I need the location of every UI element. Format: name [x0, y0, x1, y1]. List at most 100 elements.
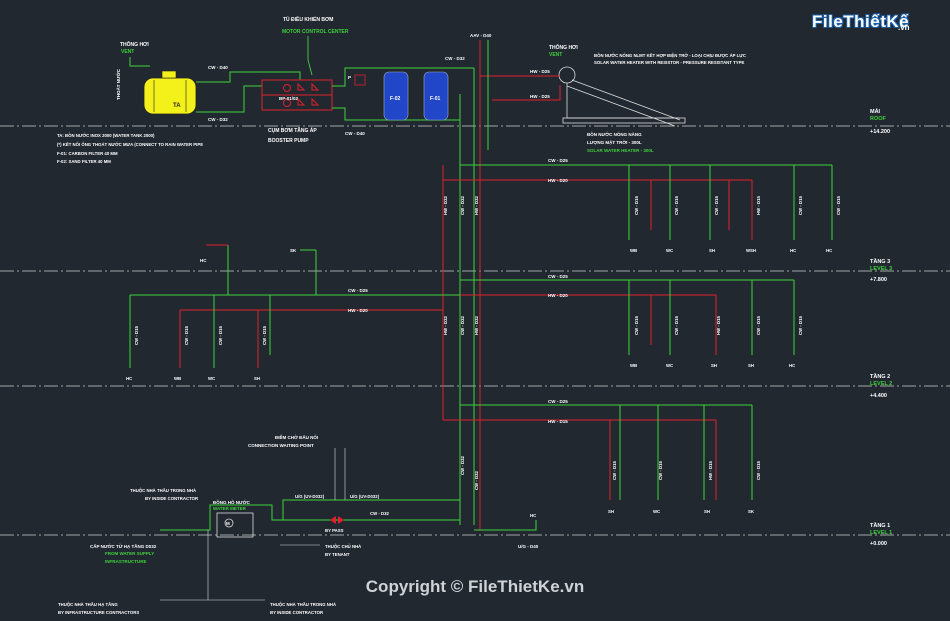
svg-text:U/G (UV-D032): U/G (UV-D032)	[295, 494, 325, 499]
svg-text:THUỘC NHÀ THẦU HẠ TẦNG: THUỘC NHÀ THẦU HẠ TẦNG	[58, 602, 118, 607]
svg-text:SH: SH	[608, 509, 614, 514]
svg-text:CW - D25: CW - D25	[348, 288, 368, 293]
filethietke-logo[interactable]: FileThiếtKế .vn	[812, 8, 924, 42]
svg-text:BY INSIDE CONTRACTOR: BY INSIDE CONTRACTOR	[145, 496, 199, 501]
svg-text:BY PASS: BY PASS	[325, 528, 344, 533]
booster-pump-set	[261, 79, 333, 111]
vent-label: THÔNG HƠI	[120, 40, 149, 48]
solar-en: SOLAR WATER HEATER WITH RESISTOR - PRESS…	[594, 60, 744, 65]
svg-text:CW - D15: CW - D15	[714, 196, 719, 215]
svg-text:HC: HC	[790, 248, 796, 253]
svg-text:U/G - D40: U/G - D40	[518, 544, 539, 549]
l3-elev: +7.800	[870, 277, 887, 283]
svg-text:SK: SK	[290, 248, 297, 253]
pump-label: BP-01/02	[279, 96, 299, 101]
svg-text:U/G (UV-D032): U/G (UV-D032)	[350, 494, 380, 499]
level3-branch: CW - D25 HW - D20 CW - D15 CW - D15 CW -…	[443, 158, 841, 253]
svg-text:CW - D15: CW - D15	[184, 326, 189, 345]
solar-water-heater	[558, 66, 686, 127]
svg-text:CW - D25: CW - D25	[548, 274, 568, 279]
roof-sub: ROOF	[870, 116, 887, 122]
svg-text:F-01: F-01	[430, 96, 441, 102]
meter-vn: ĐỒNG HỒ NƯỚC	[213, 498, 251, 505]
l3-name: TẦNG 3	[870, 258, 890, 265]
l3-sub: LEVEL 3	[870, 266, 892, 272]
cw-bot-label: CW - D32	[208, 117, 228, 122]
svg-text:CW - D25: CW - D25	[548, 158, 568, 163]
roof-notes: TA: BỒN NƯỚC INOX 2000 (WATER TANK 2000)…	[57, 133, 203, 164]
svg-text:CW - D32: CW - D32	[460, 456, 465, 475]
cw-mid-label: CW - D40	[345, 131, 365, 136]
svg-text:SH: SH	[711, 363, 717, 368]
svg-text:HW - D20: HW - D20	[348, 308, 368, 313]
svg-text:M: M	[226, 521, 230, 526]
hw-solar: HW - D25	[530, 69, 550, 74]
svg-text:WC: WC	[208, 376, 215, 381]
solar2-vn2: LƯỢNG MẶT TRỜI - 300L	[587, 138, 642, 145]
svg-text:SH: SH	[748, 363, 754, 368]
svg-text:HW - D15: HW - D15	[708, 461, 713, 480]
solar2-vn: BỒN NƯỚC NÓNG NĂNG	[587, 130, 642, 137]
water-tank-ta: TA	[143, 70, 197, 115]
svg-text:CW - D15: CW - D15	[756, 461, 761, 480]
svg-text:BY TENANT: BY TENANT	[325, 552, 350, 557]
svg-text:INFRASTRUCTURE: INFRASTRUCTURE	[105, 559, 147, 564]
roof-equipment: THÔNG HƠI VENT TA THOÁT NƯỚC TỦ ĐIỀU KHI…	[57, 16, 746, 530]
solar-vent-en: VENT	[549, 52, 562, 58]
water-supply-entry: M ĐỒNG HỒ NƯỚC WATER METER ĐIỂM CHỜ ĐẤU …	[58, 433, 460, 615]
svg-text:CONNECTION WAITING POINT: CONNECTION WAITING POINT	[248, 443, 314, 448]
svg-text:HW - D15: HW - D15	[548, 419, 568, 424]
svg-text:BY INSIDE CONTRACTOR: BY INSIDE CONTRACTOR	[270, 610, 324, 615]
l1-elev: +0.000	[870, 541, 887, 547]
svg-text:HW - D32: HW - D32	[474, 316, 479, 335]
svg-text:CW - D32: CW - D32	[474, 471, 479, 490]
svg-text:HW - D20: HW - D20	[548, 293, 568, 298]
svg-text:P: P	[348, 75, 351, 80]
level2-west-branch: HC SK CW - D25 HW - D20 CW - D15 CW - D1…	[126, 244, 460, 381]
water-meter-box	[216, 512, 254, 538]
svg-text:THUỘC CHỦ NHÀ: THUỘC CHỦ NHÀ	[325, 544, 361, 549]
svg-text:CW - D15: CW - D15	[674, 316, 679, 335]
svg-text:WC: WC	[666, 248, 673, 253]
note-0: TA: BỒN NƯỚC INOX 2000 (WATER TANK 2000)	[57, 133, 155, 138]
svg-text:HC: HC	[126, 376, 132, 381]
svg-text:WB: WB	[630, 248, 637, 253]
filter-f02: F-02	[383, 71, 409, 121]
svg-text:CW - D32: CW - D32	[460, 316, 465, 335]
level-tags: MÁI ROOF +14.200 TẦNG 3 LEVEL 3 +7.800 T…	[870, 108, 892, 547]
aav-label: AAV - D40	[470, 33, 492, 38]
svg-text:HW - D20: HW - D20	[548, 178, 568, 183]
svg-text:HC: HC	[826, 248, 832, 253]
svg-text:F-02: F-02	[390, 96, 401, 102]
svg-text:THUỘC NHÀ THẦU TRONG NHÀ: THUỘC NHÀ THẦU TRONG NHÀ	[270, 602, 336, 607]
cw-top-loop	[196, 71, 301, 83]
solar2-en: SOLAR WATER HEATER - 300L	[587, 148, 654, 153]
svg-text:HW - D32: HW - D32	[443, 316, 448, 335]
svg-text:CW - D15: CW - D15	[612, 461, 617, 480]
svg-text:SH: SH	[704, 509, 710, 514]
l1-name: TẦNG 1	[870, 522, 890, 529]
svg-text:CW - D15: CW - D15	[798, 196, 803, 215]
solar-vent: THÔNG HƠI	[549, 43, 578, 51]
svg-text:CW - D32: CW - D32	[460, 196, 465, 215]
svg-text:CW - D15: CW - D15	[674, 196, 679, 215]
svg-text:CW - D15: CW - D15	[218, 326, 223, 345]
svg-text:HW - D32: HW - D32	[474, 196, 479, 215]
vent-pipe	[129, 57, 150, 67]
svg-text:CW - D32: CW - D32	[370, 511, 389, 516]
svg-text:SH: SH	[254, 376, 260, 381]
svg-text:WC: WC	[653, 509, 660, 514]
cw-out-label: CW - D32	[445, 56, 465, 61]
motor-en: MOTOR CONTROL CENTER	[282, 29, 349, 35]
tank-label: TA	[173, 103, 181, 109]
svg-text:SH: SH	[709, 248, 715, 253]
note-1: (*) KẾT NỐI ỐNG THOÁT NƯỚC MƯA (CONNECT …	[57, 142, 203, 147]
l2-name: TẦNG 2	[870, 373, 890, 380]
svg-text:WSH: WSH	[746, 248, 756, 253]
l2-sub: LEVEL 2	[870, 381, 892, 387]
l2-elev: +4.400	[870, 393, 887, 399]
solar-vn: BỒN NƯỚC NÓNG NLMT KẾT HỢP ĐIỆN TRỞ - LO…	[594, 53, 746, 58]
cw-bottom-loop	[196, 85, 262, 113]
svg-text:CW - D15: CW - D15	[836, 196, 841, 215]
vent-en: VENT	[121, 49, 134, 55]
